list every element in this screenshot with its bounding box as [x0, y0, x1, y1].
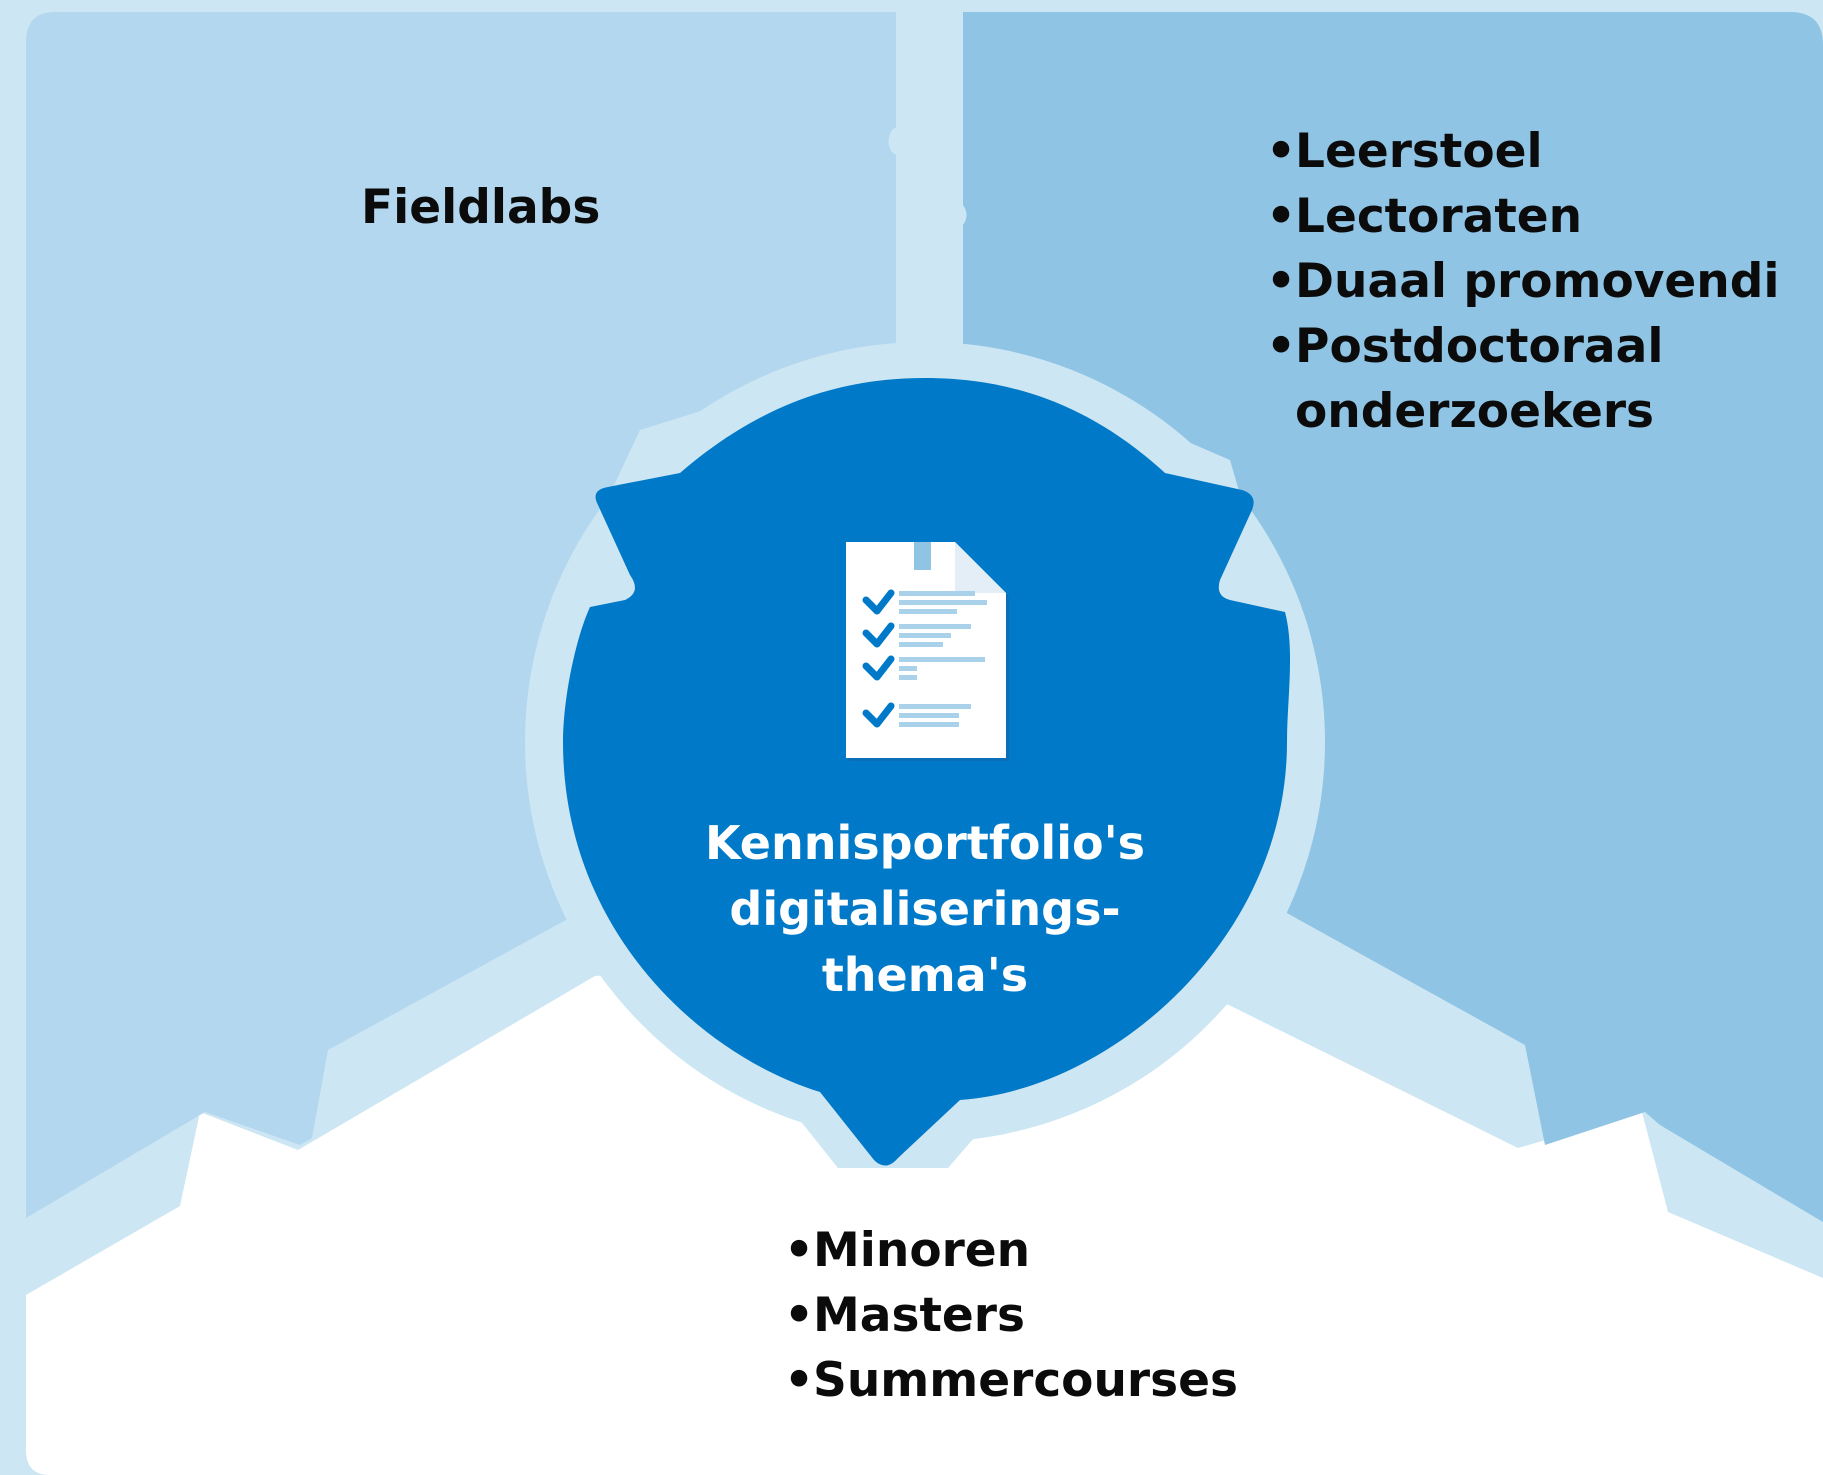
- list-item-label: Minoren: [813, 1223, 1031, 1278]
- list-item-label: Masters: [813, 1288, 1025, 1343]
- panel-bottom: [26, 965, 1823, 1475]
- panel-left: [26, 12, 896, 1218]
- list-item: •Lectoraten: [1264, 184, 1779, 249]
- list-item-label: Postdoctoraal onderzoekers: [1295, 319, 1664, 439]
- hub: [563, 378, 1291, 1166]
- bullet-icon: •: [784, 1353, 815, 1408]
- divider-top: [888, 0, 967, 280]
- document-checklist-icon: [846, 542, 1009, 761]
- bullet-icon: •: [1266, 124, 1297, 179]
- bullet-icon: •: [784, 1223, 815, 1278]
- list-item: •Minoren: [782, 1218, 1238, 1283]
- list-item: •Summercourses: [782, 1348, 1238, 1413]
- bullet-icon: •: [784, 1288, 815, 1343]
- list-item: •Postdoctoraal onderzoekers: [1264, 314, 1755, 444]
- bullet-icon: •: [1266, 254, 1297, 309]
- hub-title: Kennisportfolio's digitaliserings- thema…: [704, 816, 1146, 1002]
- bullet-icon: •: [1266, 319, 1297, 374]
- fieldlabs-label: Fieldlabs: [361, 180, 601, 235]
- research-list: •Leerstoel •Lectoraten •Duaal promovendi…: [1264, 119, 1779, 444]
- education-list: •Minoren •Masters •Summercourses: [782, 1218, 1238, 1413]
- list-item: •Masters: [782, 1283, 1238, 1348]
- list-item-label: Leerstoel: [1295, 124, 1543, 179]
- list-item-label: Lectoraten: [1295, 189, 1583, 244]
- list-item: •Leerstoel: [1264, 119, 1779, 184]
- bullet-icon: •: [1266, 189, 1297, 244]
- list-item-label: Duaal promovendi: [1295, 254, 1780, 309]
- panel-right: [963, 12, 1823, 1222]
- list-item-label: Summercourses: [813, 1353, 1238, 1408]
- list-item: •Duaal promovendi: [1264, 249, 1779, 314]
